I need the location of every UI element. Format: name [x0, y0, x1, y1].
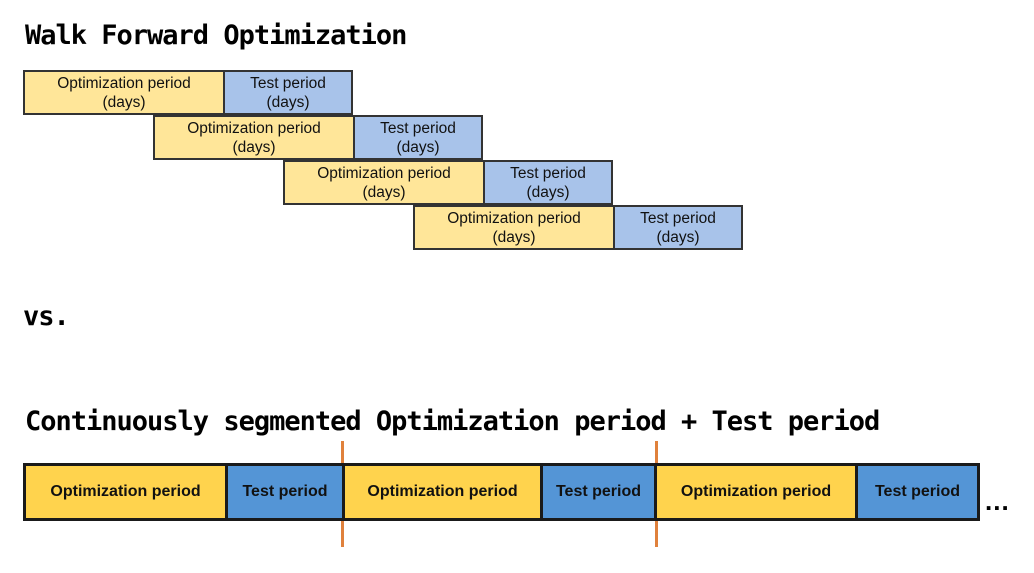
- wfo-row-4: Optimization period (days) Test period (…: [413, 205, 743, 250]
- optimization-period-segment: Optimization period: [345, 466, 543, 518]
- test-period-unit: (days): [266, 93, 310, 111]
- test-period-unit: (days): [526, 183, 570, 201]
- test-period-segment: Test period: [543, 466, 657, 518]
- test-period-box: Test period (days): [483, 160, 613, 205]
- test-period-segment: Test period: [858, 466, 977, 518]
- optimization-period-label: Optimization period: [187, 119, 321, 137]
- test-period-label: Test period: [250, 74, 326, 92]
- optimization-period-unit: (days): [102, 93, 146, 111]
- test-period-box: Test period (days): [223, 70, 353, 115]
- test-period-label: Test period: [640, 209, 716, 227]
- test-period-unit: (days): [396, 138, 440, 156]
- vs-label: vs.: [23, 301, 70, 332]
- wfo-row-3: Optimization period (days) Test period (…: [283, 160, 613, 205]
- optimization-period-segment: Optimization period: [657, 466, 858, 518]
- wfo-title: Walk Forward Optimization: [25, 20, 407, 51]
- optimization-period-label: Optimization period: [57, 74, 191, 92]
- continuation-ellipsis: ...: [985, 486, 1010, 516]
- optimization-period-label: Optimization period: [447, 209, 581, 227]
- test-period-label: Test period: [510, 164, 586, 182]
- wfo-row-2: Optimization period (days) Test period (…: [153, 115, 483, 160]
- optimization-period-segment: Optimization period: [26, 466, 228, 518]
- continuous-segment-bar: Optimization period Test period Optimiza…: [23, 463, 980, 521]
- wfo-row-1: Optimization period (days) Test period (…: [23, 70, 353, 115]
- test-period-label: Test period: [380, 119, 456, 137]
- test-period-segment: Test period: [228, 466, 345, 518]
- optimization-period-unit: (days): [492, 228, 536, 246]
- optimization-period-box: Optimization period (days): [153, 115, 355, 160]
- optimization-period-unit: (days): [232, 138, 276, 156]
- optimization-period-unit: (days): [362, 183, 406, 201]
- continuous-title: Continuously segmented Optimization peri…: [25, 406, 880, 437]
- optimization-period-box: Optimization period (days): [413, 205, 615, 250]
- optimization-period-box: Optimization period (days): [283, 160, 485, 205]
- optimization-period-box: Optimization period (days): [23, 70, 225, 115]
- optimization-period-label: Optimization period: [317, 164, 451, 182]
- test-period-unit: (days): [656, 228, 700, 246]
- test-period-box: Test period (days): [353, 115, 483, 160]
- test-period-box: Test period (days): [613, 205, 743, 250]
